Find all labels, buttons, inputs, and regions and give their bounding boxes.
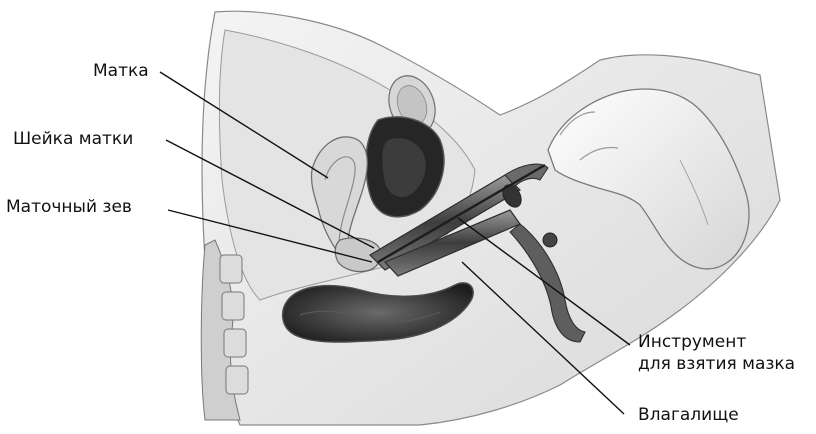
label-instrument-line2: для взятия мазка	[638, 353, 795, 375]
label-uterus: Матка	[93, 60, 149, 82]
label-vagina: Влагалище	[638, 404, 739, 426]
label-cervical-os: Маточный зев	[6, 196, 132, 218]
label-smear-instrument: Инструмент для взятия мазка	[638, 331, 795, 375]
label-instrument-line1: Инструмент	[638, 331, 795, 353]
label-cervix: Шейка матки	[13, 128, 133, 150]
sacrum	[201, 240, 248, 420]
